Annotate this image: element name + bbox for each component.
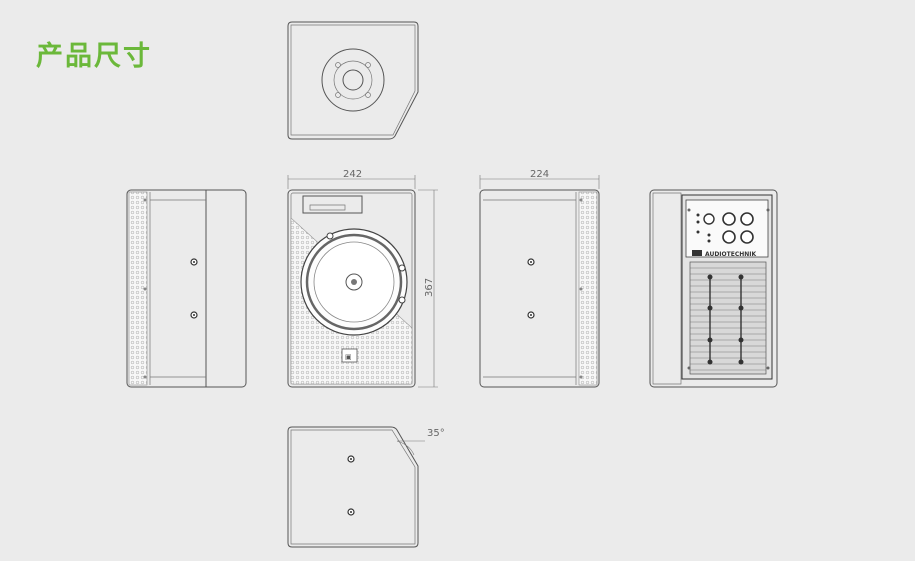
- width-label: 242: [343, 169, 362, 180]
- right-side-view: [479, 189, 600, 388]
- depth-label: 224: [530, 169, 549, 180]
- bottom-view: [287, 426, 419, 548]
- width-dimension: 242: [287, 169, 416, 189]
- height-dimension: 367: [418, 189, 438, 388]
- brand-text: AUDIOTECHNIK: [705, 251, 757, 258]
- left-side-view: [126, 189, 247, 388]
- angle-dimension: 35°: [396, 428, 445, 456]
- angle-label: 35°: [427, 428, 445, 439]
- depth-dimension: 224: [479, 169, 600, 189]
- height-label: 367: [424, 278, 435, 297]
- svg-text:▣: ▣: [345, 353, 352, 361]
- rear-view: AUDIOTECHNIK: [649, 189, 778, 388]
- page-title: 产品尺寸: [36, 41, 152, 72]
- front-view: ▣: [287, 189, 416, 388]
- top-view: [287, 21, 419, 140]
